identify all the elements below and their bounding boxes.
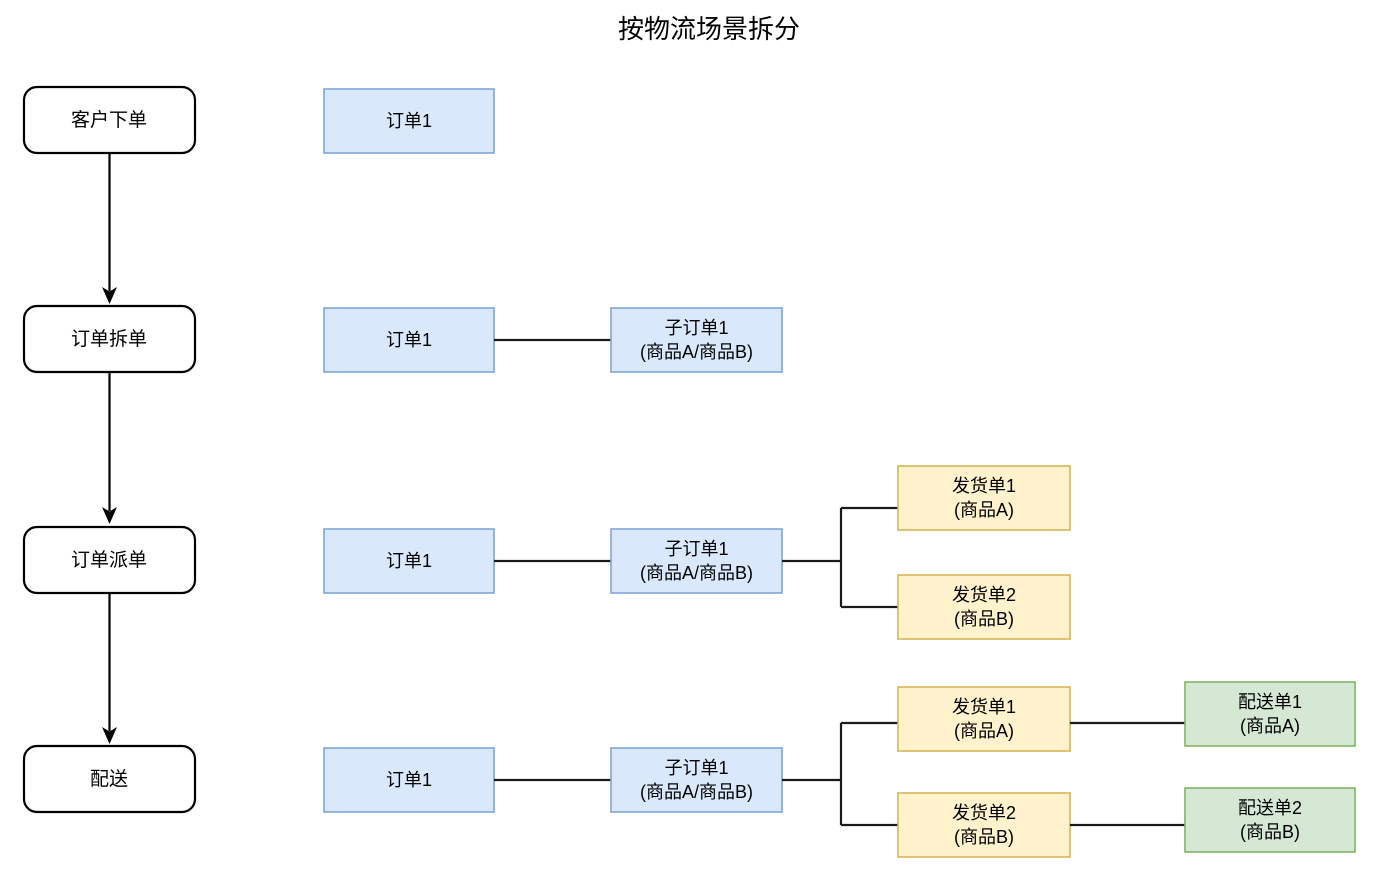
- row-4-shipment-box-1: [897, 686, 1071, 752]
- row-3-shipment-1-label-line2: (商品A): [954, 500, 1014, 520]
- stage-node-4[interactable]: 配送: [22, 744, 197, 814]
- row-4-delivery-node-2[interactable]: 配送单2 (商品B): [1184, 787, 1356, 853]
- row-2-order-label-line1: 订单1: [386, 330, 432, 350]
- row-4-delivery-node-1[interactable]: 配送单1 (商品A): [1184, 681, 1356, 747]
- row-2-suborder-label-line1: 子订单1: [664, 318, 728, 338]
- row-2-suborder-label-line2: (商品A/商品B): [640, 342, 753, 362]
- row-3-shipment-box-1: [897, 465, 1071, 531]
- row-4-order-label-line1: 订单1: [386, 770, 432, 790]
- stage-node-1[interactable]: 客户下单: [22, 85, 197, 155]
- row-3-suborder-node[interactable]: 子订单1 (商品A/商品B): [610, 528, 783, 594]
- row-2-suborder-box: [610, 307, 783, 373]
- row-1-order-box: [323, 88, 495, 154]
- stage-label-4: 配送: [90, 768, 128, 790]
- row-4-order-node[interactable]: 订单1: [323, 747, 495, 813]
- row-4-order-box: [323, 747, 495, 813]
- row-1-order-label-line1: 订单1: [386, 111, 432, 131]
- stage-label-1: 客户下单: [71, 109, 147, 131]
- row-1-order-node[interactable]: 订单1: [323, 88, 495, 154]
- stage-box-shape-4: [22, 744, 197, 814]
- flow-arrow-3-4: [102, 593, 117, 744]
- row-4-delivery-1-label-line2: (商品A): [1240, 716, 1300, 736]
- row-4-suborder-label-line2: (商品A/商品B): [640, 782, 753, 802]
- page-title: 按物流场景拆分: [618, 14, 800, 44]
- row-4-delivery-box-2: [1184, 787, 1356, 853]
- stage-node-3[interactable]: 订单派单: [22, 525, 197, 595]
- stage-label-2: 订单拆单: [71, 328, 147, 350]
- row-4-shipment-box-2: [897, 792, 1071, 858]
- row-3-order-node[interactable]: 订单1: [323, 528, 495, 594]
- flow-arrow-1-2: [102, 153, 117, 304]
- row-2-order-node[interactable]: 订单1: [323, 307, 495, 373]
- row-3-shipment-1-label-line1: 发货单1: [952, 476, 1016, 496]
- row-3-order-box: [323, 528, 495, 594]
- stage-node-2[interactable]: 订单拆单: [22, 304, 197, 374]
- row-4-delivery-box-1: [1184, 681, 1356, 747]
- row-4-shipment-2-label-line2: (商品B): [954, 827, 1014, 847]
- row-2-order-box: [323, 307, 495, 373]
- row-3-suborder-label-line1: 子订单1: [664, 539, 728, 559]
- flow-arrow-2-3: [102, 372, 117, 524]
- row-4-suborder-node[interactable]: 子订单1 (商品A/商品B): [610, 747, 783, 813]
- row-4-shipment-1-label-line1: 发货单1: [952, 697, 1016, 717]
- row-4-delivery-2-label-line2: (商品B): [1240, 822, 1300, 842]
- row-3-suborder-label-line2: (商品A/商品B): [640, 563, 753, 583]
- row-4-suborder-label-line1: 子订单1: [664, 758, 728, 778]
- row-2-suborder-node[interactable]: 子订单1 (商品A/商品B): [610, 307, 783, 373]
- row-4-suborder-box: [610, 747, 783, 813]
- row-4-shipment-node-1[interactable]: 发货单1 (商品A): [897, 686, 1071, 752]
- row-3-shipment-node-2[interactable]: 发货单2 (商品B): [897, 574, 1071, 640]
- row-3-shipment-2-label-line1: 发货单2: [952, 585, 1016, 605]
- stage-label-3: 订单派单: [71, 549, 147, 571]
- row-4-delivery-1-label-line1: 配送单1: [1238, 692, 1302, 712]
- row-3-shipment-box-2: [897, 574, 1071, 640]
- row-4-delivery-2-label-line1: 配送单2: [1238, 798, 1302, 818]
- row-4-shipment-node-2[interactable]: 发货单2 (商品B): [897, 792, 1071, 858]
- row-4-shipment-1-label-line2: (商品A): [954, 721, 1014, 741]
- row-3-shipment-node-1[interactable]: 发货单1 (商品A): [897, 465, 1071, 531]
- row-3-order-label-line1: 订单1: [386, 551, 432, 571]
- row-3-shipment-2-label-line2: (商品B): [954, 609, 1014, 629]
- row-4-shipment-2-label-line1: 发货单2: [952, 803, 1016, 823]
